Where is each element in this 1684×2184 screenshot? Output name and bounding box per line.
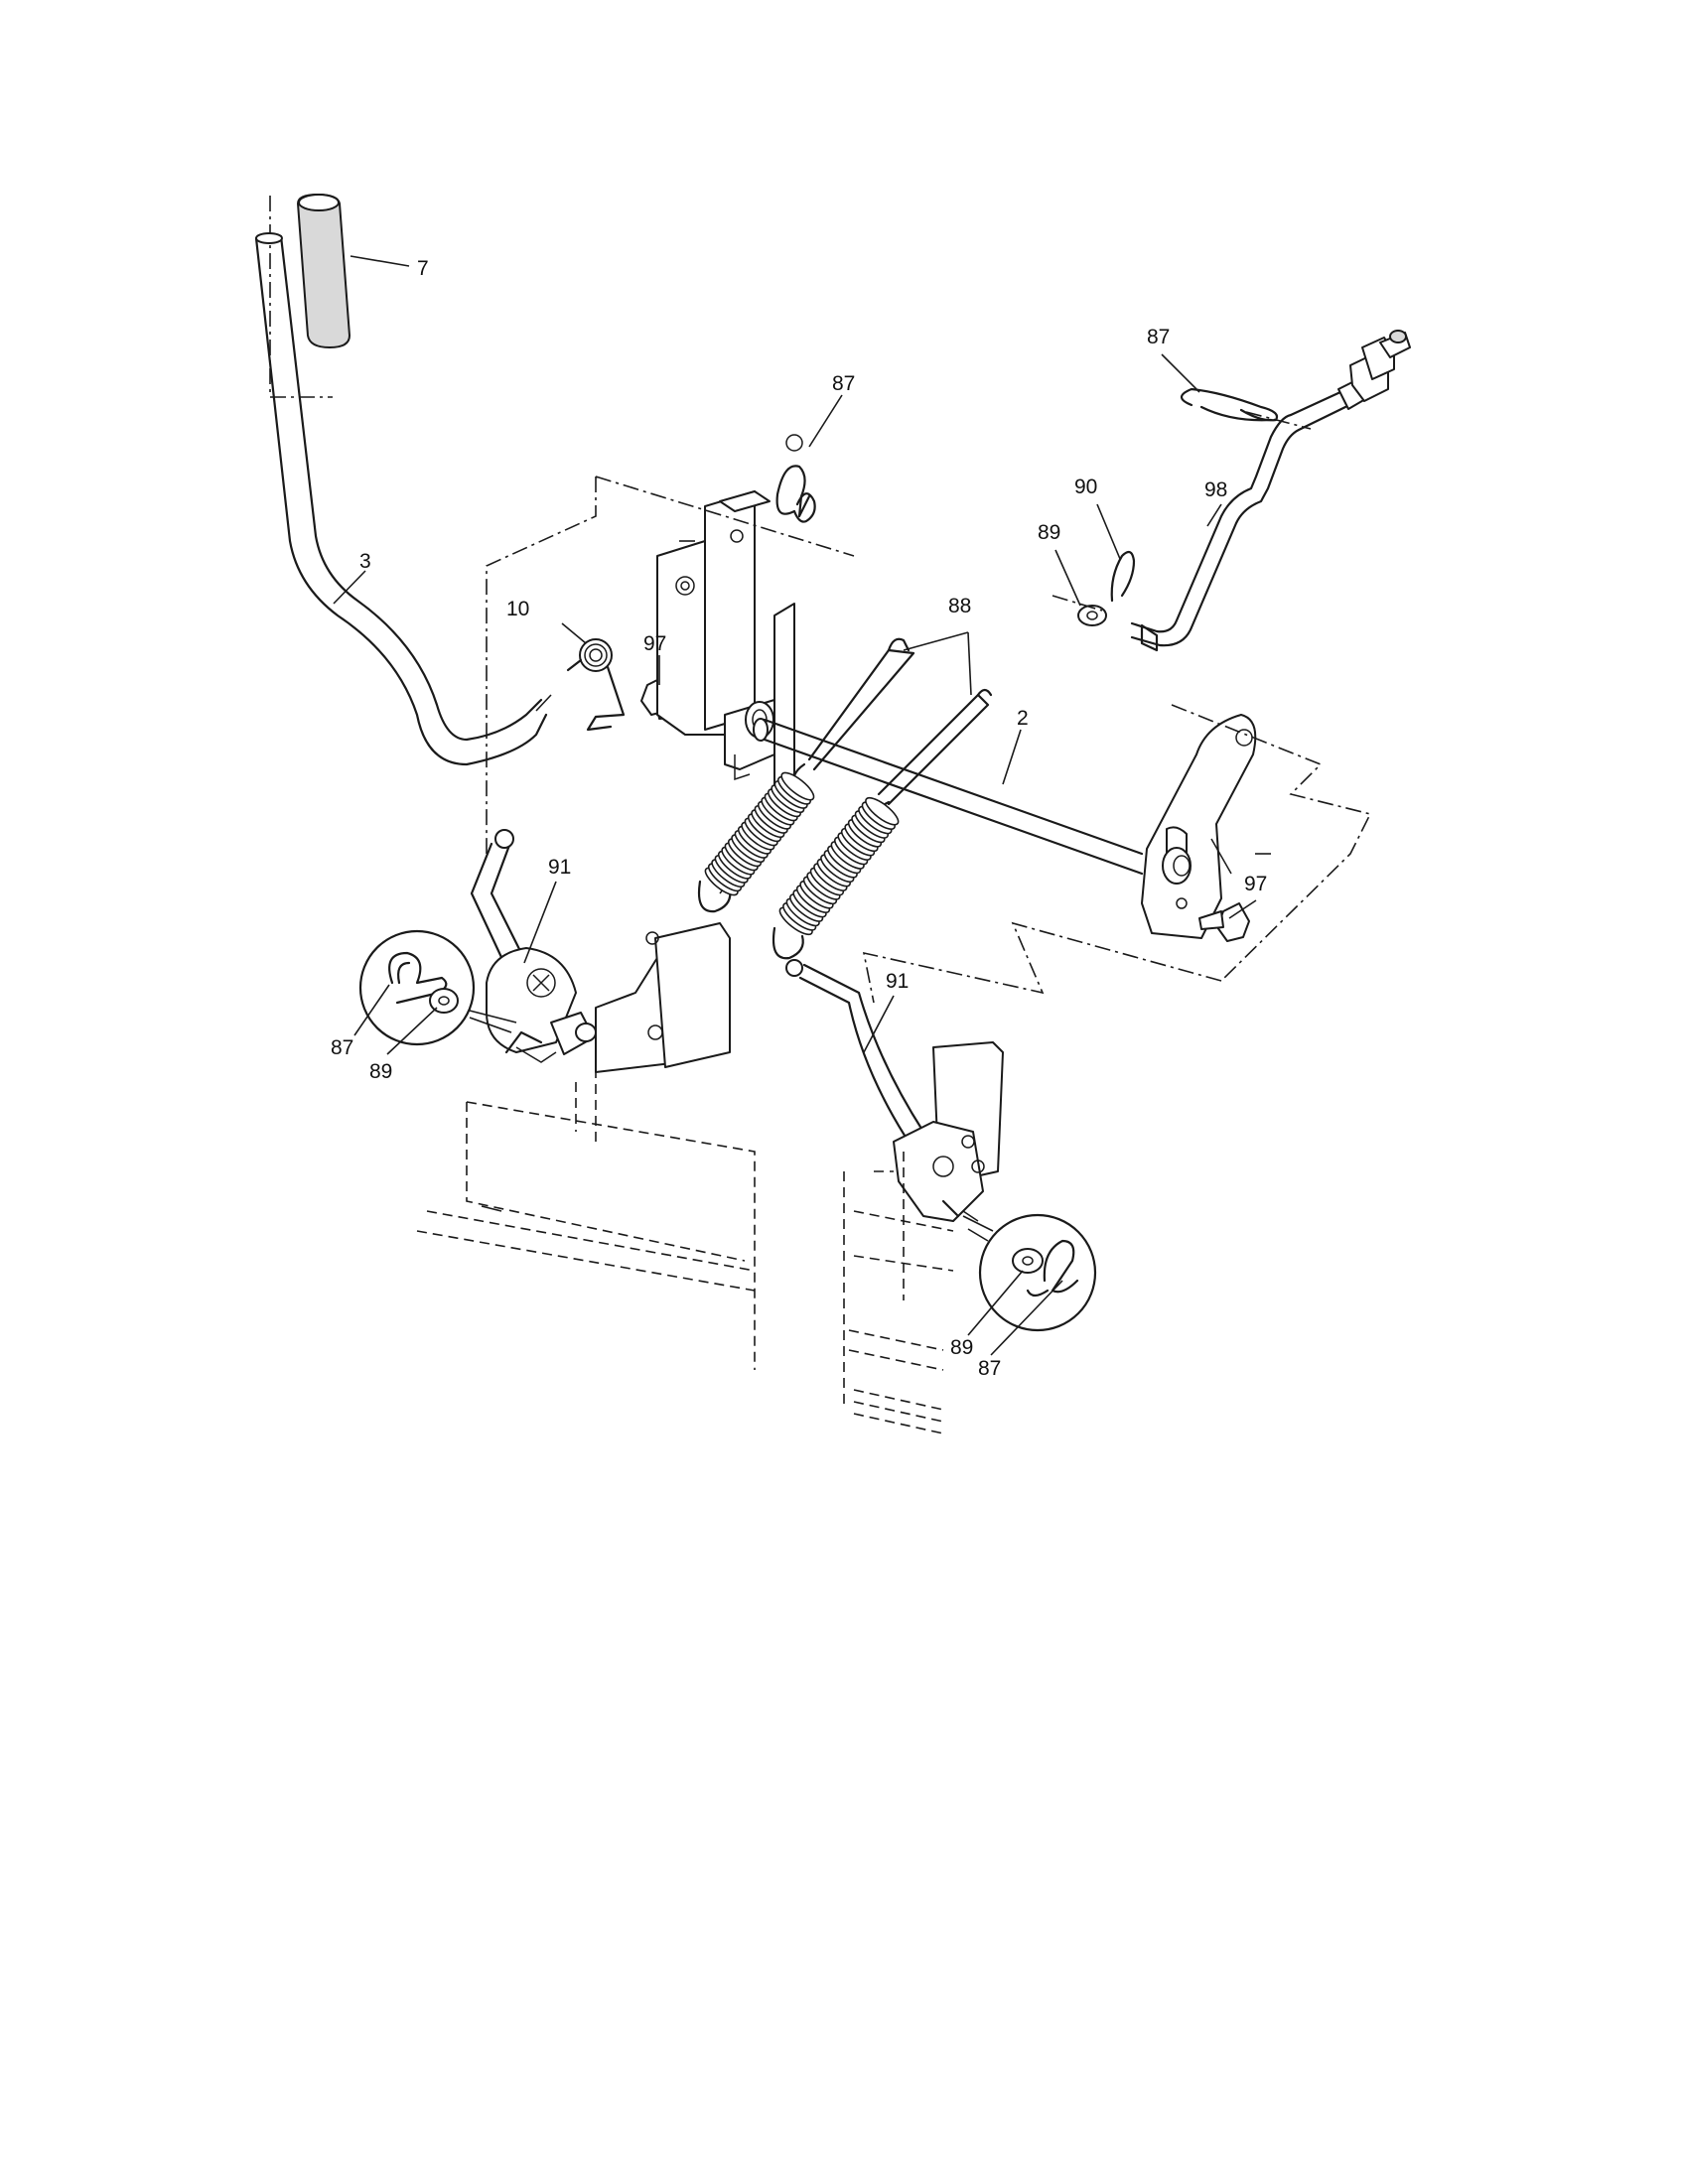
washer-right (1077, 605, 1107, 626)
label-89-right: 89 (1038, 521, 1060, 544)
label-7: 7 (417, 257, 429, 280)
adjustment-rod (1130, 330, 1411, 652)
handle-grip (269, 193, 351, 398)
spring-coils (704, 771, 900, 936)
label-88: 88 (948, 595, 971, 617)
label-87-left: 87 (331, 1036, 353, 1059)
leader-lines (333, 255, 1257, 1356)
flange-bolt-lower (1198, 902, 1250, 942)
label-87-right: 87 (1147, 326, 1170, 348)
label-98: 98 (1204, 478, 1227, 501)
label-87-bottom: 87 (978, 1357, 1001, 1380)
label-90: 90 (1074, 476, 1097, 498)
spring-coil-left (704, 771, 815, 896)
label-87-top: 87 (832, 372, 855, 395)
part-labels: 7 3 10 97 87 88 2 87 90 98 89 97 91 87 8… (331, 257, 1267, 1380)
detail-callout-left (358, 929, 517, 1046)
label-97-upper: 97 (643, 632, 666, 655)
deck-hanger-left (486, 922, 731, 1073)
label-97-lower: 97 (1244, 873, 1267, 895)
spring-coil-right (778, 796, 900, 936)
torsion-spring (566, 638, 626, 732)
label-89-bottom: 89 (950, 1336, 973, 1359)
label-91-right: 91 (886, 970, 909, 993)
hairpin-clip-top (775, 434, 816, 523)
label-10: 10 (506, 598, 529, 620)
label-89-left: 89 (369, 1060, 392, 1083)
lift-lever (254, 232, 552, 766)
hairpin-clip-right (1180, 387, 1279, 422)
cotter-pin-right (1110, 550, 1136, 603)
deck-hanger-right (893, 1041, 1004, 1222)
pivot-bracket (656, 490, 795, 785)
label-3: 3 (359, 550, 371, 573)
label-91-left: 91 (548, 856, 571, 879)
lift-shaft (753, 718, 1144, 876)
centerline-frames (486, 411, 1372, 1004)
deck-outline-right (843, 1152, 954, 1434)
lift-arm-right (1141, 714, 1257, 939)
label-2: 2 (1017, 707, 1029, 730)
deck-outline-left (416, 1052, 756, 1370)
link-rod-right (785, 959, 943, 1153)
spring-link-rods (807, 637, 993, 806)
detail-callout-right (962, 1213, 1097, 1332)
